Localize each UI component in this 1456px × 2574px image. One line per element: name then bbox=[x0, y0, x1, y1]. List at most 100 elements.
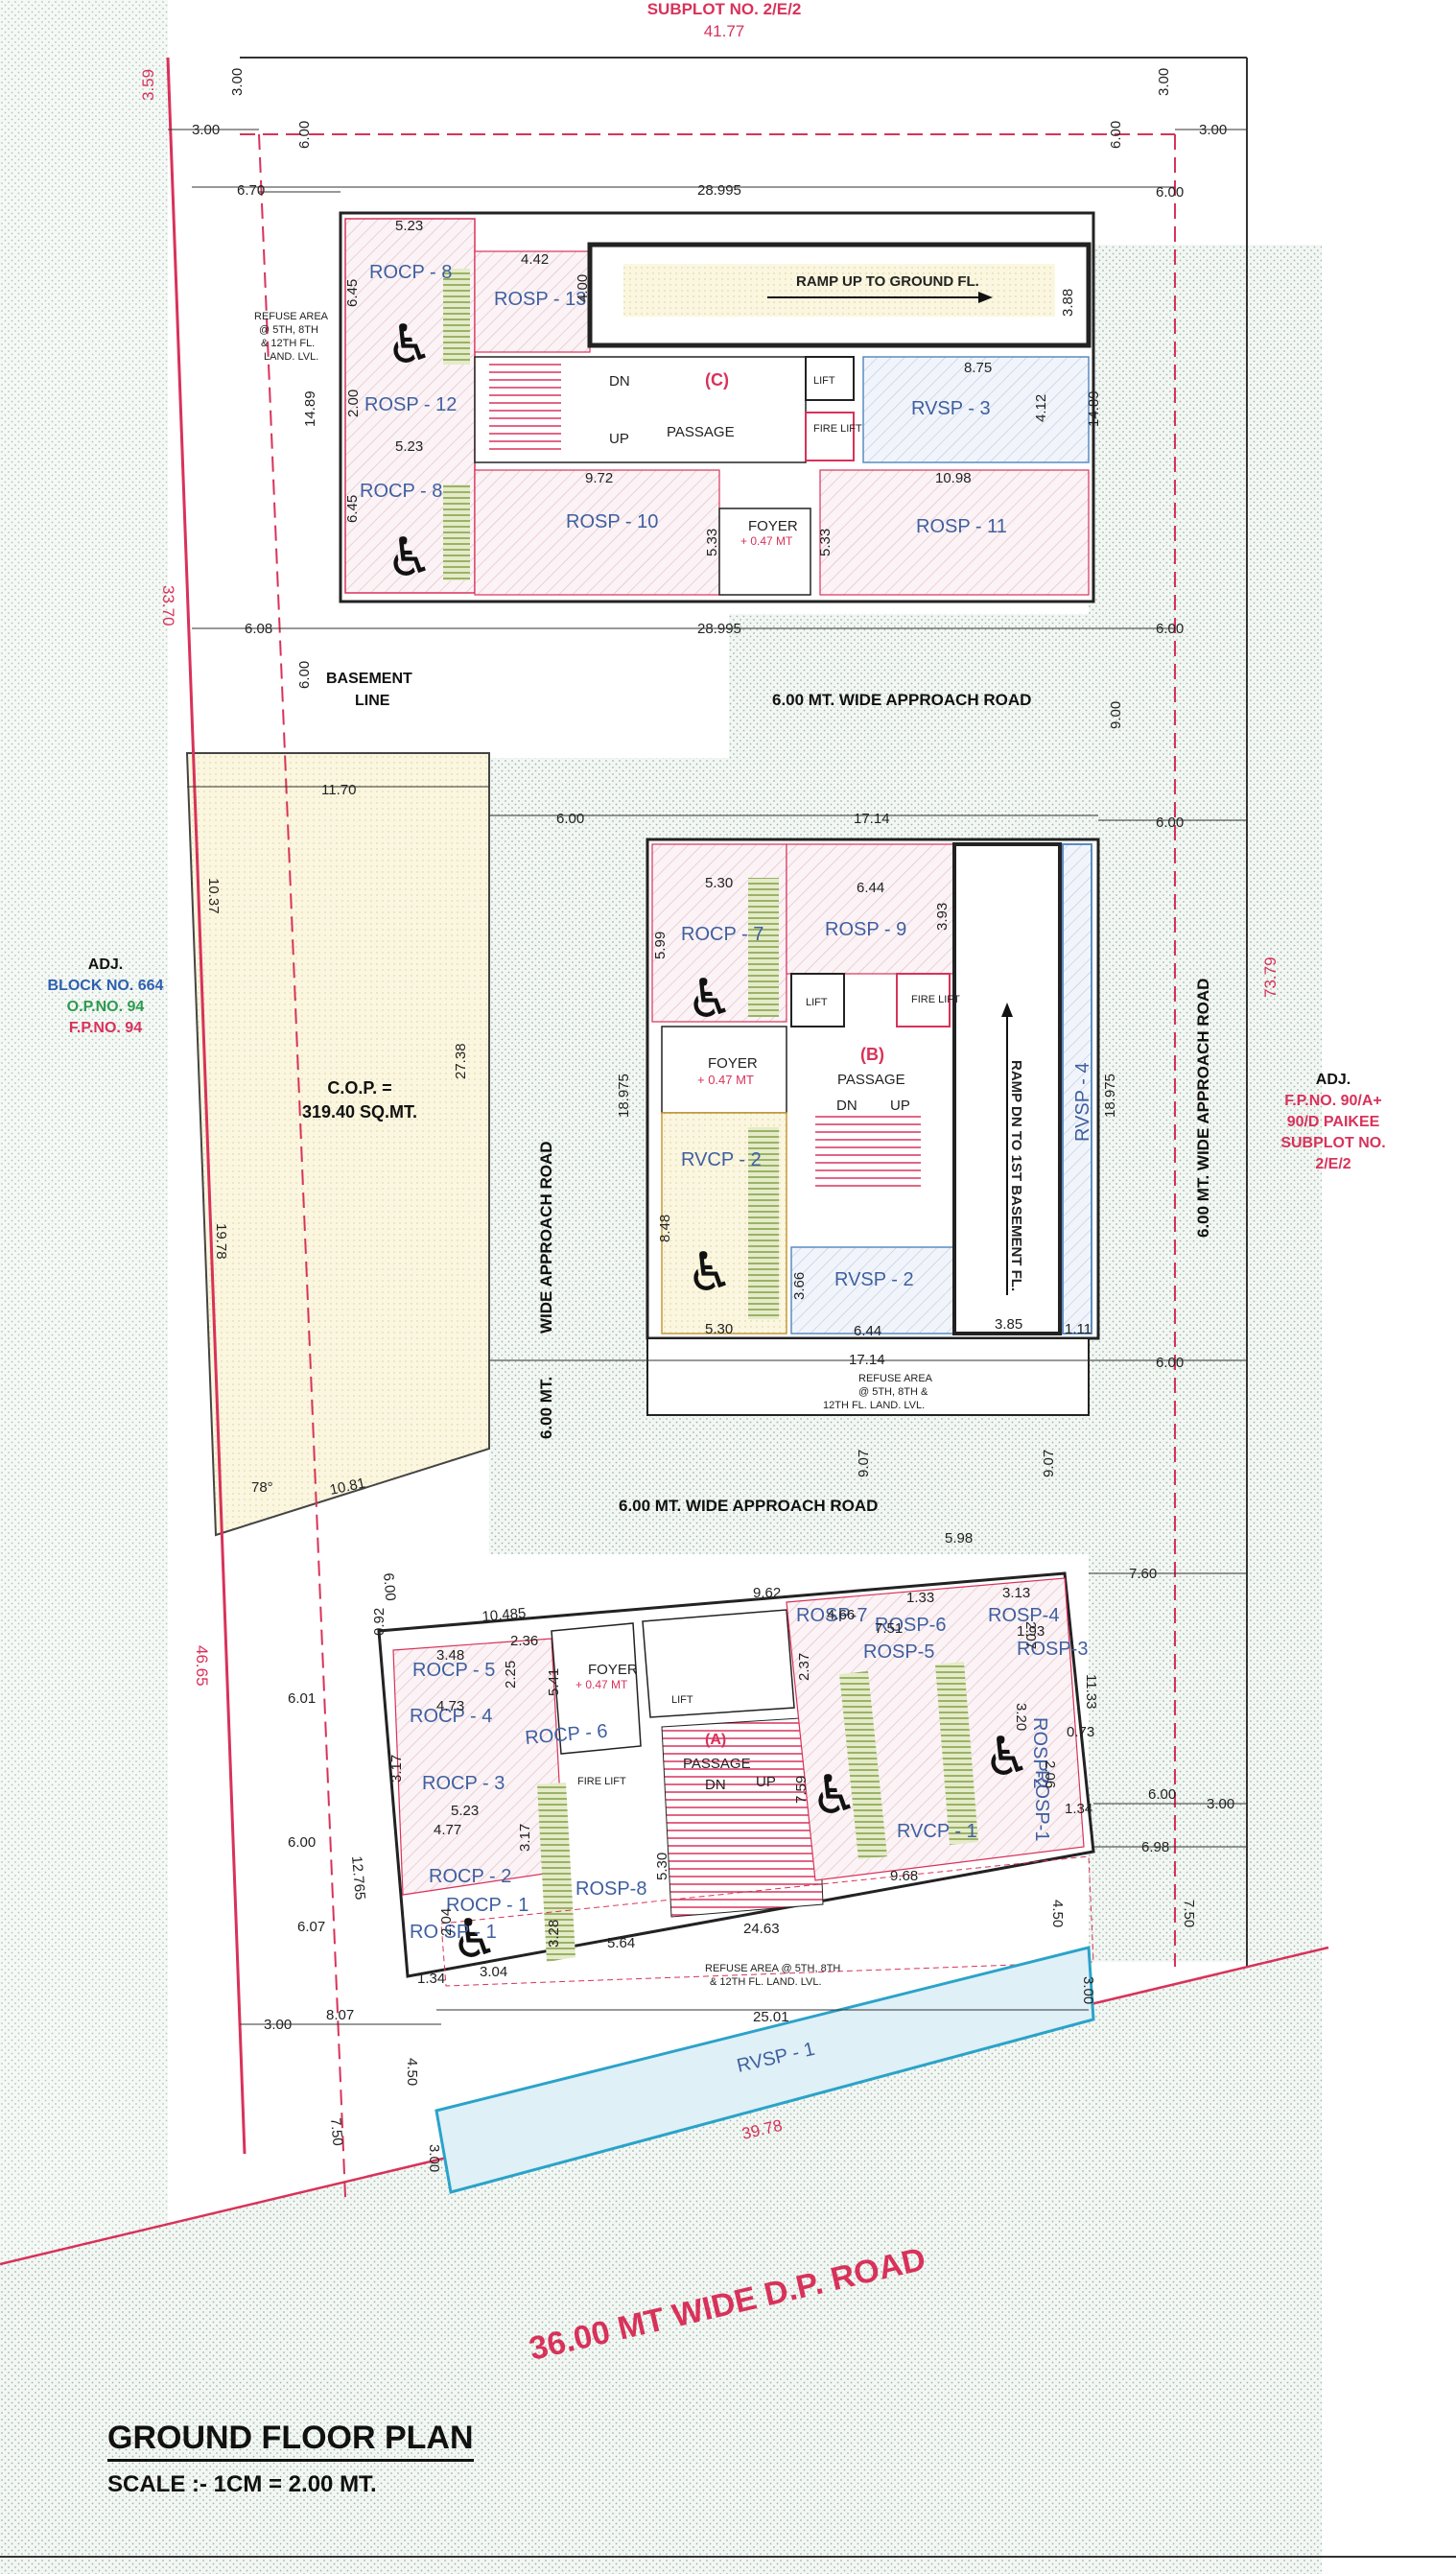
svg-text:ROSP-7: ROSP-7 bbox=[796, 1605, 867, 1626]
svg-text:3.93: 3.93 bbox=[934, 903, 951, 931]
svg-text:9.72: 9.72 bbox=[585, 470, 613, 486]
subplot-label: SUBPLOT NO. 2/E/2 bbox=[647, 0, 802, 18]
svg-text:ROSP - 13: ROSP - 13 bbox=[494, 289, 586, 310]
svg-text:1.11: 1.11 bbox=[1065, 1321, 1092, 1337]
svg-text:3.88: 3.88 bbox=[1060, 289, 1076, 317]
fire-lift-b: FIRE LIFT bbox=[911, 994, 960, 1005]
svg-text:@ 5TH, 8TH: @ 5TH, 8TH bbox=[259, 324, 318, 336]
svg-text:90/D PAIKEE: 90/D PAIKEE bbox=[1287, 1114, 1380, 1130]
svg-text:10.98: 10.98 bbox=[935, 470, 972, 486]
svg-text:9.00: 9.00 bbox=[1108, 701, 1124, 729]
block-b bbox=[646, 838, 1100, 1416]
svg-text:ROCP - 4: ROCP - 4 bbox=[410, 1706, 492, 1727]
wheelchair-icon: ♿ bbox=[686, 968, 734, 1030]
svg-text:6.00: 6.00 bbox=[1156, 184, 1184, 201]
svg-text:3.20: 3.20 bbox=[1013, 1703, 1029, 1731]
svg-text:REFUSE AREA: REFUSE AREA bbox=[254, 311, 329, 322]
svg-text:O.P.NO. 94: O.P.NO. 94 bbox=[67, 999, 145, 1015]
svg-text:RAMP UP TO GROUND FL.: RAMP UP TO GROUND FL. bbox=[796, 273, 979, 290]
svg-text:7.50: 7.50 bbox=[1181, 1900, 1197, 1927]
approach-road-label: 6.00 MT. WIDE APPROACH ROAD bbox=[772, 691, 1031, 709]
svg-text:6.44: 6.44 bbox=[857, 880, 884, 896]
svg-text:C.O.P. =: C.O.P. = bbox=[327, 1078, 391, 1098]
svg-text:RO SP - 1: RO SP - 1 bbox=[410, 1922, 497, 1943]
svg-text:REFUSE AREA: REFUSE AREA bbox=[858, 1373, 933, 1384]
svg-text:ROSP-8: ROSP-8 bbox=[575, 1878, 646, 1900]
svg-text:1.33: 1.33 bbox=[906, 1590, 934, 1606]
svg-text:RVCP - 2: RVCP - 2 bbox=[681, 1149, 762, 1170]
svg-text:19.78: 19.78 bbox=[213, 1223, 229, 1260]
svg-text:LIFT: LIFT bbox=[806, 997, 828, 1008]
svg-text:73.79: 73.79 bbox=[1261, 956, 1280, 998]
svg-text:3.00: 3.00 bbox=[229, 68, 246, 96]
svg-text:3.00: 3.00 bbox=[1156, 68, 1172, 96]
svg-text:5.30: 5.30 bbox=[705, 1321, 733, 1337]
svg-text:4.42: 4.42 bbox=[521, 251, 549, 268]
svg-text:ROCP - 2: ROCP - 2 bbox=[429, 1866, 511, 1887]
svg-text:ADJ.: ADJ. bbox=[88, 956, 123, 973]
svg-text:BLOCK NO. 664: BLOCK NO. 664 bbox=[48, 978, 164, 994]
svg-text:LIFT: LIFT bbox=[813, 375, 835, 387]
svg-text:3.28: 3.28 bbox=[546, 1920, 562, 1948]
svg-text:319.40 SQ.MT.: 319.40 SQ.MT. bbox=[302, 1102, 417, 1122]
svg-text:ROCP - 1: ROCP - 1 bbox=[446, 1895, 528, 1916]
svg-text:12TH FL. LAND. LVL.: 12TH FL. LAND. LVL. bbox=[823, 1400, 925, 1411]
svg-text:2.37: 2.37 bbox=[796, 1653, 812, 1681]
svg-text:7.50: 7.50 bbox=[327, 2117, 345, 2147]
svg-text:4.66: 4.66 bbox=[827, 1607, 855, 1623]
svg-text:ADJ.: ADJ. bbox=[1316, 1072, 1350, 1088]
svg-text:4.00: 4.00 bbox=[575, 274, 591, 302]
block-a bbox=[377, 1571, 1095, 2194]
wheelchair-icon: ♿ bbox=[686, 1241, 734, 1304]
svg-text:SUBPLOT NO.: SUBPLOT NO. bbox=[1280, 1135, 1385, 1151]
svg-text:7.51: 7.51 bbox=[875, 1620, 903, 1637]
svg-text:ROSP-1: ROSP-1 bbox=[1031, 1770, 1052, 1841]
title-block: GROUND FLOOR PLAN SCALE :- 1CM = 2.00 MT… bbox=[107, 2420, 474, 2498]
svg-text:6.00: 6.00 bbox=[288, 1834, 316, 1851]
svg-text:78°: 78° bbox=[251, 1479, 273, 1496]
svg-text:46.65: 46.65 bbox=[193, 1645, 211, 1687]
svg-text:5.23: 5.23 bbox=[451, 1803, 479, 1819]
svg-text:DN: DN bbox=[705, 1777, 726, 1793]
svg-text:+ 0.47 MT: + 0.47 MT bbox=[740, 534, 793, 548]
svg-text:0.73: 0.73 bbox=[1067, 1724, 1094, 1740]
svg-text:& 12TH FL. LAND. LVL.: & 12TH FL. LAND. LVL. bbox=[710, 1976, 822, 1988]
wheelchair-icon: ♿ bbox=[451, 1908, 499, 1971]
svg-text:10.485: 10.485 bbox=[481, 1605, 527, 1625]
svg-text:8.75: 8.75 bbox=[964, 360, 992, 376]
svg-text:ROCP - 5: ROCP - 5 bbox=[412, 1660, 495, 1681]
svg-text:LINE: LINE bbox=[355, 693, 390, 709]
svg-text:ROCP - 7: ROCP - 7 bbox=[681, 924, 763, 945]
svg-text:14.89: 14.89 bbox=[302, 390, 318, 427]
svg-text:RVSP - 4: RVSP - 4 bbox=[1072, 1062, 1093, 1142]
svg-text:9.07: 9.07 bbox=[1041, 1450, 1057, 1477]
svg-text:3.66: 3.66 bbox=[791, 1272, 808, 1300]
svg-text:3.17: 3.17 bbox=[388, 1755, 405, 1783]
svg-text:UP: UP bbox=[609, 431, 629, 447]
svg-text:11.70: 11.70 bbox=[321, 782, 356, 798]
svg-text:+ 0.47 MT: + 0.47 MT bbox=[697, 1073, 754, 1087]
svg-text:25.01: 25.01 bbox=[753, 2009, 789, 2025]
svg-text:4.50: 4.50 bbox=[1049, 1900, 1066, 1927]
svg-text:17.14: 17.14 bbox=[854, 811, 890, 827]
svg-text:RAMP DN TO 1ST BASEMENT FL.: RAMP DN TO 1ST BASEMENT FL. bbox=[1008, 1060, 1024, 1291]
svg-text:ROSP - 10: ROSP - 10 bbox=[566, 511, 658, 532]
svg-text:11.33: 11.33 bbox=[1083, 1674, 1099, 1709]
svg-text:18.975: 18.975 bbox=[616, 1074, 632, 1118]
svg-text:3.00: 3.00 bbox=[1080, 1976, 1096, 2004]
approach-road-label: 6.00 MT. WIDE APPROACH ROAD bbox=[1194, 979, 1212, 1238]
svg-text:LIFT: LIFT bbox=[671, 1694, 693, 1706]
svg-text:18.975: 18.975 bbox=[1102, 1074, 1118, 1118]
svg-text:0.92: 0.92 bbox=[371, 1608, 387, 1636]
svg-text:PASSAGE: PASSAGE bbox=[667, 424, 735, 440]
svg-text:ROCP - 3: ROCP - 3 bbox=[422, 1773, 505, 1794]
svg-text:6.00: 6.00 bbox=[1148, 1786, 1176, 1803]
svg-text:FOYER: FOYER bbox=[748, 518, 798, 534]
svg-text:1.34: 1.34 bbox=[417, 1971, 445, 1987]
svg-text:6.00: 6.00 bbox=[1156, 815, 1184, 831]
svg-text:6.00: 6.00 bbox=[1156, 1355, 1184, 1371]
svg-text:5.33: 5.33 bbox=[704, 529, 720, 556]
svg-text:@ 5TH, 8TH &: @ 5TH, 8TH & bbox=[858, 1386, 928, 1398]
svg-text:UP: UP bbox=[756, 1774, 776, 1790]
svg-text:8.07: 8.07 bbox=[326, 2007, 354, 2023]
